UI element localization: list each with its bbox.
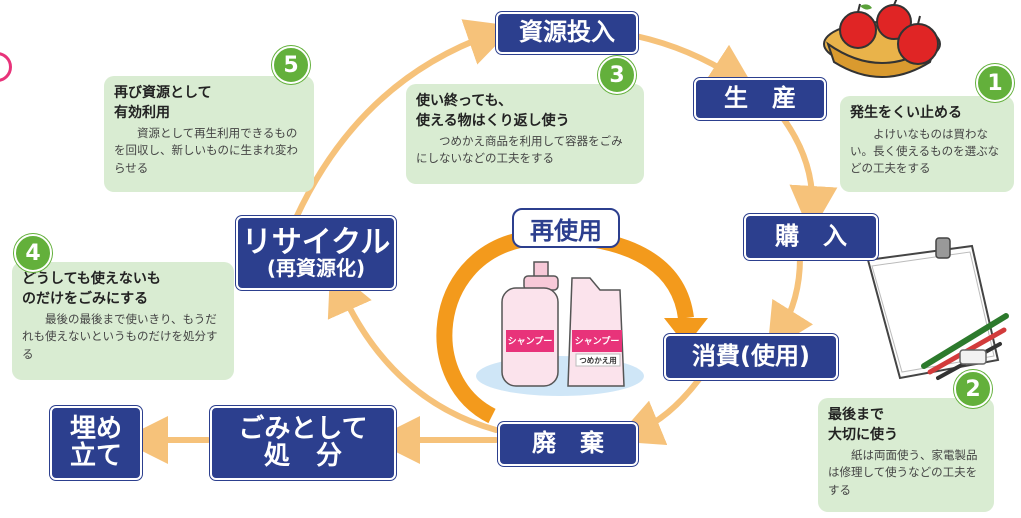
callout-4-body: 最後の最後まで使いきり、もうだれも使えないというものだけを処分する xyxy=(22,312,218,361)
callout-4-number-badge: 4 xyxy=(14,234,52,272)
arrow-consumption-to-disposal xyxy=(613,375,703,446)
stage-recycle: リサイクル (再資源化) xyxy=(236,216,396,290)
stage-disposal-label: 廃 棄 xyxy=(532,429,604,458)
reuse-label: 再使用 xyxy=(512,208,620,248)
stage-resource-input: 資源投入 xyxy=(496,12,638,54)
callout-3-number-badge: 3 xyxy=(598,56,636,94)
arrow-production-to-purchase xyxy=(777,111,838,234)
callout-3-title: 使い終っても、 使える物はくり返し使う xyxy=(416,93,570,129)
apple-basket-icon xyxy=(823,0,941,78)
callout-5-title: 再び資源として 有効利用 xyxy=(114,85,212,121)
callout-3-body: つめかえ商品を利用して容器をごみにしないなどの工夫をする xyxy=(416,134,623,166)
stage-production: 生 産 xyxy=(694,78,826,120)
callout-1-body: よけいなものは買わない。長く使えるものを選ぶなどの工夫をする xyxy=(850,126,1000,176)
stage-purchase-label: 購 入 xyxy=(775,222,847,251)
stage-resource-input-label: 資源投入 xyxy=(519,18,615,47)
shampoo-illustration xyxy=(476,261,644,396)
stage-consumption-label: 消費(使用) xyxy=(692,342,810,371)
callout-2-title: 最後まで 大切に使う xyxy=(828,407,898,443)
stage-landfill: 埋め 立て xyxy=(50,406,142,480)
callout-4: どうしても使えないも のだけをごみにする 最後の最後まで使いきり、もうだれも使え… xyxy=(12,262,234,380)
stage-landfill-line2: 立て xyxy=(69,441,122,471)
callout-2: 最後まで 大切に使う 紙は両面使う、家電製品は修理して使うなどの工夫をする xyxy=(818,398,994,512)
stage-consumption: 消費(使用) xyxy=(664,334,838,380)
callout-1-number-badge: 1 xyxy=(976,64,1014,102)
shampoo-bottle-label: シャンプー xyxy=(507,337,553,347)
refill-pack-icon xyxy=(567,277,625,387)
stage-dispose-line1: ごみとして xyxy=(238,413,368,444)
callout-1: 発生をくい止める よけいなものは買わない。長く使えるものを選ぶなどの工夫をする xyxy=(840,96,1014,192)
callout-5-body: 資源として再生利用できるものを回収し、新しいものに生まれ変わらせる xyxy=(114,126,298,175)
arrow-disposal-to-recycle xyxy=(327,266,499,433)
stage-dispose-line2: 処 分 xyxy=(263,441,342,471)
callout-2-number-badge: 2 xyxy=(954,370,992,408)
refill-pack-label: シャンプー xyxy=(574,337,620,347)
callout-5: 再び資源として 有効利用 資源として再生利用できるものを回収し、新しいものに生ま… xyxy=(104,76,314,192)
callout-5-number-badge: 5 xyxy=(272,46,310,84)
arrow-purchase-to-consumption xyxy=(767,255,814,353)
arrow-input-to-production xyxy=(633,33,757,92)
stage-production-label: 生 産 xyxy=(724,84,796,113)
cycle-arrows xyxy=(120,19,838,464)
stage-purchase: 購 入 xyxy=(744,214,878,260)
stage-landfill-line1: 埋め xyxy=(69,413,122,444)
callout-1-title: 発生をくい止める xyxy=(850,105,962,121)
callout-4-title: どうしても使えないも のだけをごみにする xyxy=(22,271,161,307)
notepad-and-pencils-icon xyxy=(866,237,1009,380)
shampoo-bottle-icon xyxy=(501,261,559,387)
stage-dispose-as-garbage: ごみとして 処 分 xyxy=(210,406,396,480)
stage-disposal: 廃 棄 xyxy=(498,422,638,466)
callout-2-body: 紙は両面使う、家電製品は修理して使うなどの工夫をする xyxy=(828,448,978,497)
refill-pack-sublabel: つめかえ用 xyxy=(579,356,617,365)
stage-recycle-line1: リサイクル xyxy=(241,224,391,260)
stage-recycle-line2: (再資源化) xyxy=(266,256,366,281)
callout-3: 使い終っても、 使える物はくり返し使う つめかえ商品を利用して容器をごみにしない… xyxy=(406,84,644,184)
